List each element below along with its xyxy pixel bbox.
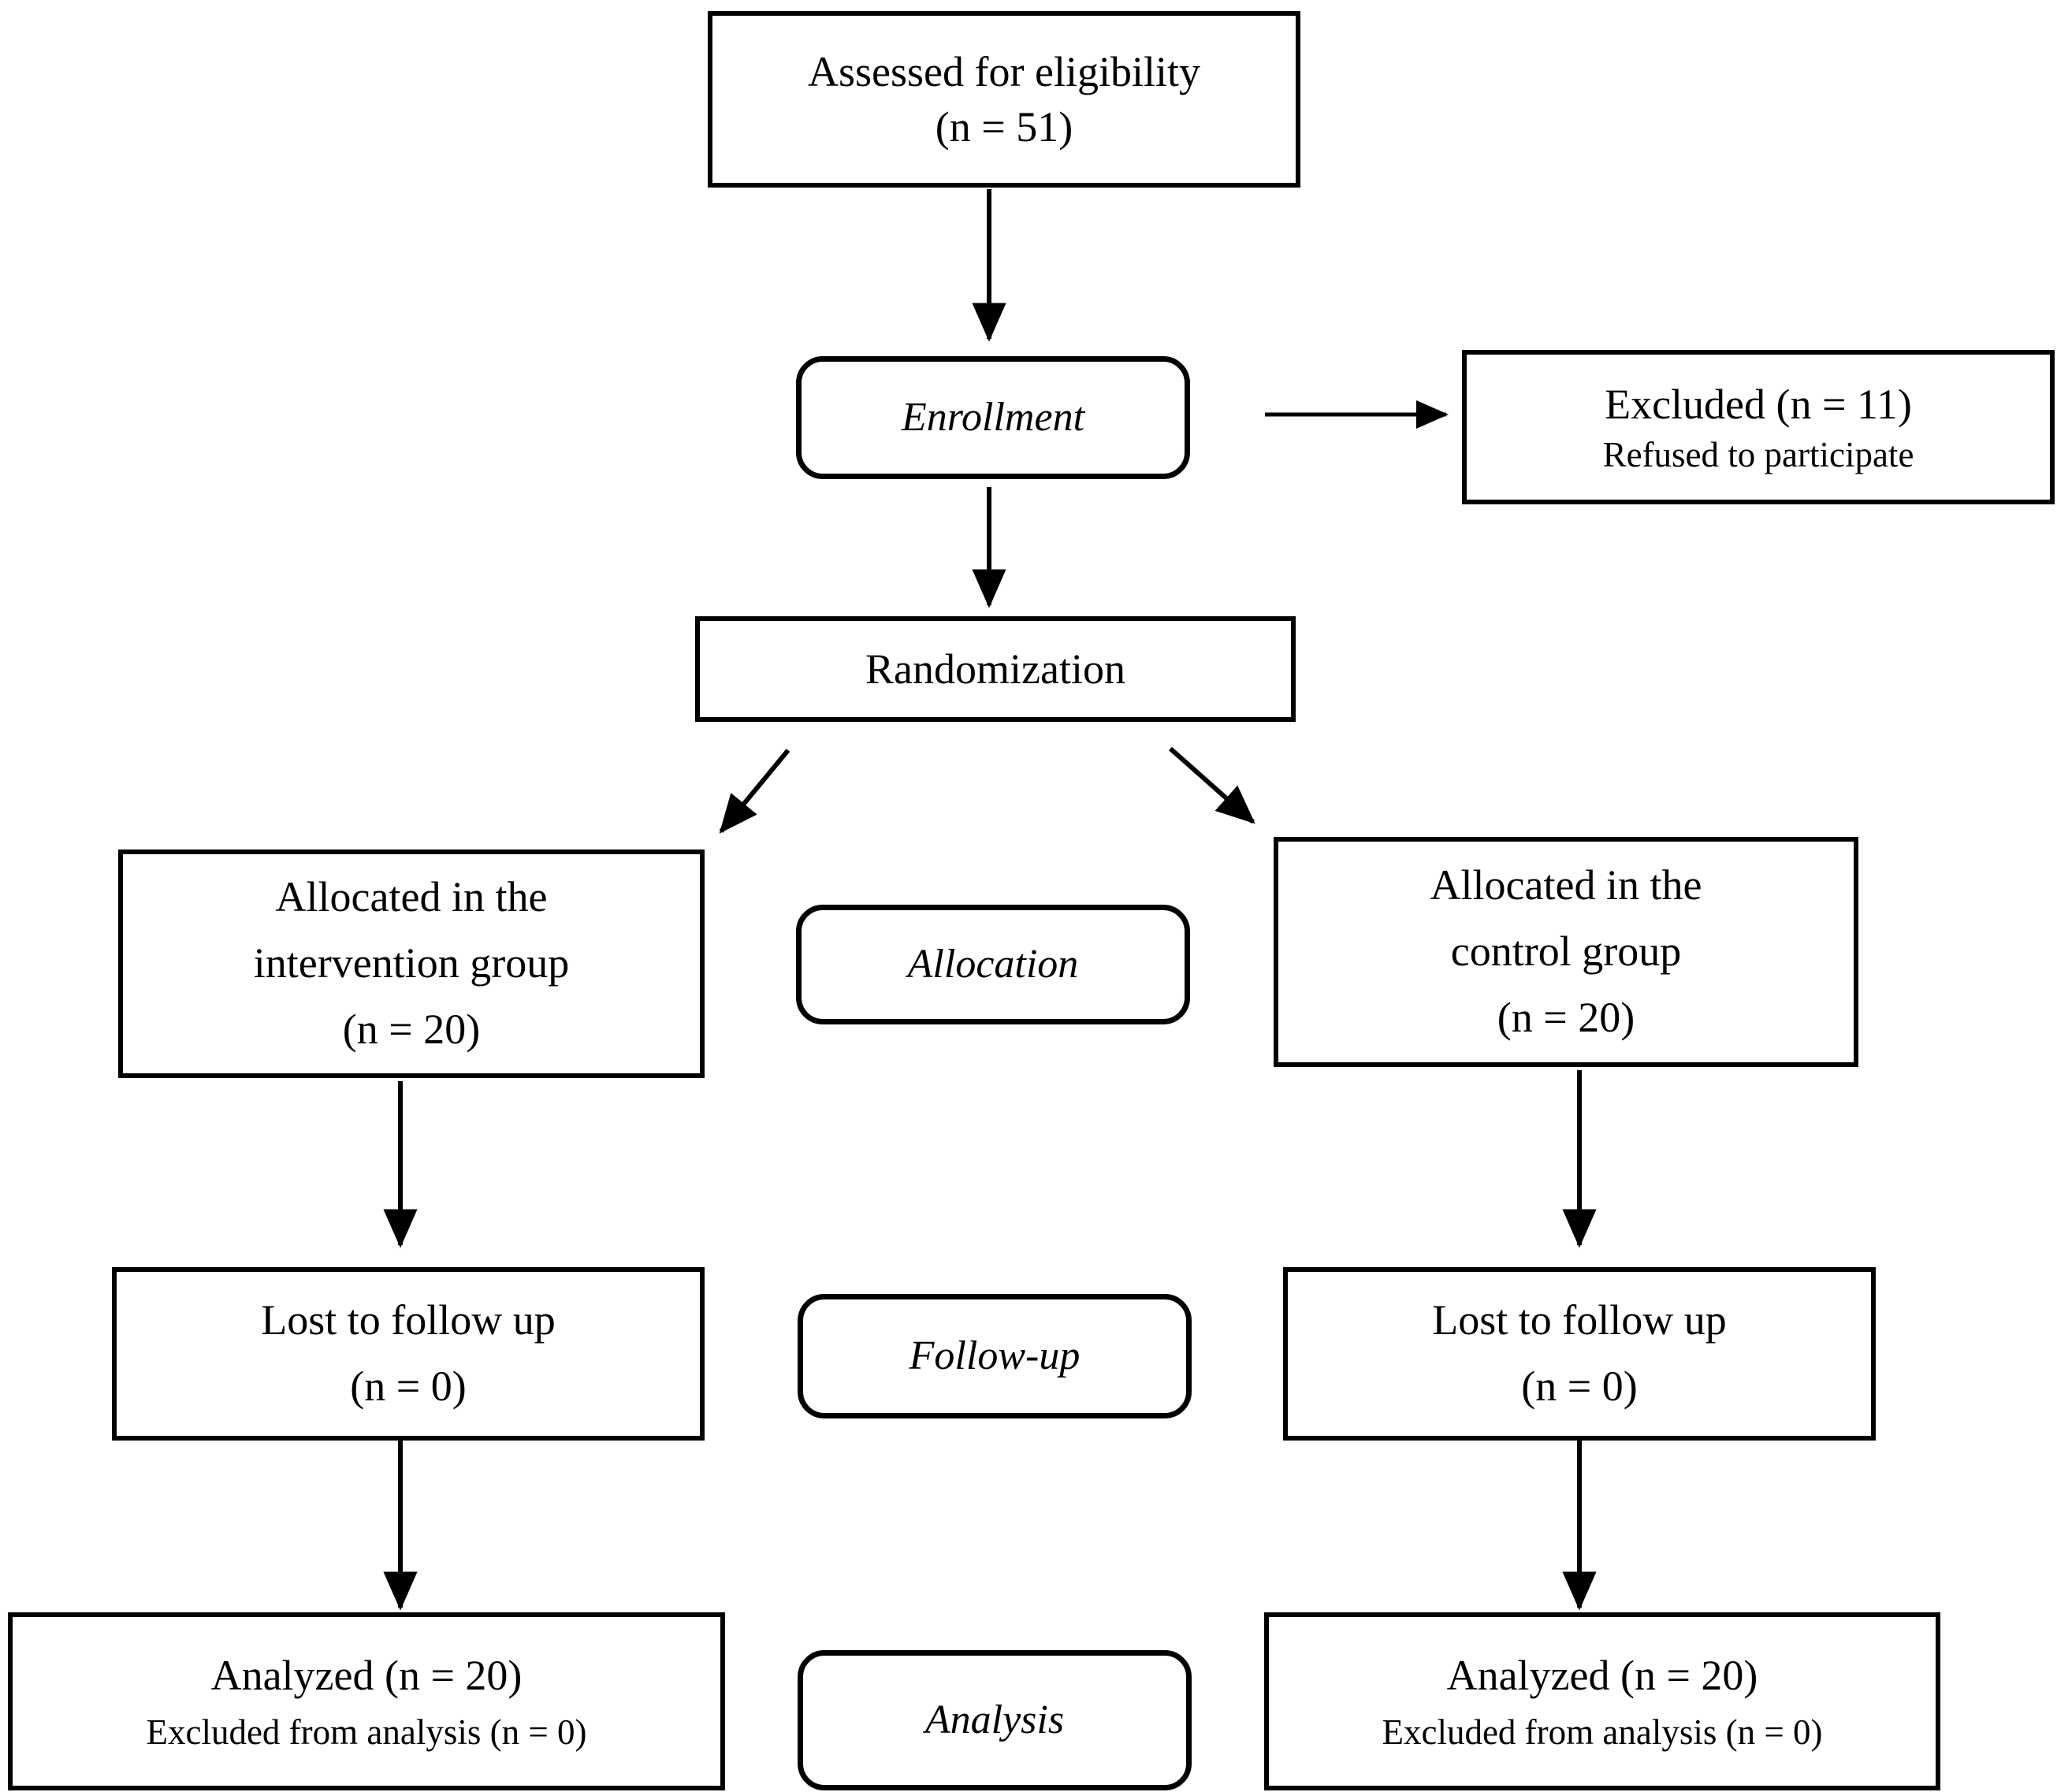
assessed-line-2: (n = 51)	[935, 103, 1073, 151]
lost-left-line-2: (n = 0)	[350, 1363, 467, 1410]
allocation-label-text: Allocation	[907, 942, 1079, 987]
allocated-control-line-1: Allocated in the	[1430, 861, 1702, 909]
lost-right-line-2: (n = 0)	[1521, 1363, 1638, 1410]
allocated-control-line-2: control group	[1450, 928, 1682, 976]
node-lost-to-follow-up-control: Lost to follow up (n = 0)	[1283, 1267, 1876, 1441]
randomization-line-1: Randomization	[865, 645, 1125, 693]
lost-right-line-1: Lost to follow up	[1432, 1296, 1727, 1344]
analyzed-right-line-2: Excluded from analysis (n = 0)	[1382, 1712, 1823, 1752]
node-analyzed-control: Analyzed (n = 20) Excluded from analysis…	[1264, 1612, 1940, 1790]
excluded-line-2: Refused to participate	[1602, 434, 1914, 474]
node-analyzed-intervention: Analyzed (n = 20) Excluded from analysis…	[8, 1612, 725, 1790]
arrow-randomization-to-intervention	[719, 749, 790, 834]
node-excluded: Excluded (n = 11) Refused to participate	[1462, 350, 2055, 504]
analyzed-left-line-1: Analyzed (n = 20)	[210, 1652, 523, 1700]
allocated-control-line-3: (n = 20)	[1497, 993, 1635, 1041]
allocated-intervention-line-2: intervention group	[253, 939, 570, 987]
lost-left-line-1: Lost to follow up	[261, 1296, 556, 1344]
node-allocated-intervention: Allocated in the intervention group (n =…	[118, 850, 705, 1078]
excluded-line-1: Excluded (n = 11)	[1605, 380, 1912, 428]
allocated-intervention-line-1: Allocated in the	[275, 873, 548, 921]
assessed-line-1: Assessed for eligibility	[808, 47, 1200, 95]
allocated-intervention-line-3: (n = 20)	[342, 1005, 481, 1053]
stage-label-follow-up: Follow-up	[798, 1294, 1192, 1418]
node-assessed-for-eligibility: Assessed for eligibility (n = 51)	[708, 11, 1300, 188]
stage-label-analysis: Analysis	[798, 1650, 1192, 1790]
node-lost-to-follow-up-intervention: Lost to follow up (n = 0)	[112, 1267, 705, 1441]
follow-up-label-text: Follow-up	[909, 1333, 1081, 1379]
analyzed-right-line-1: Analyzed (n = 20)	[1446, 1652, 1758, 1700]
stage-label-allocation: Allocation	[796, 905, 1190, 1024]
stage-label-enrollment: Enrollment	[796, 356, 1190, 479]
analysis-label-text: Analysis	[924, 1697, 1065, 1743]
arrow-randomization-to-control	[1169, 746, 1255, 824]
node-allocated-control: Allocated in the control group (n = 20)	[1274, 837, 1858, 1067]
enrollment-label-text: Enrollment	[901, 395, 1085, 441]
node-randomization: Randomization	[695, 616, 1296, 722]
analyzed-left-line-2: Excluded from analysis (n = 0)	[146, 1712, 587, 1752]
